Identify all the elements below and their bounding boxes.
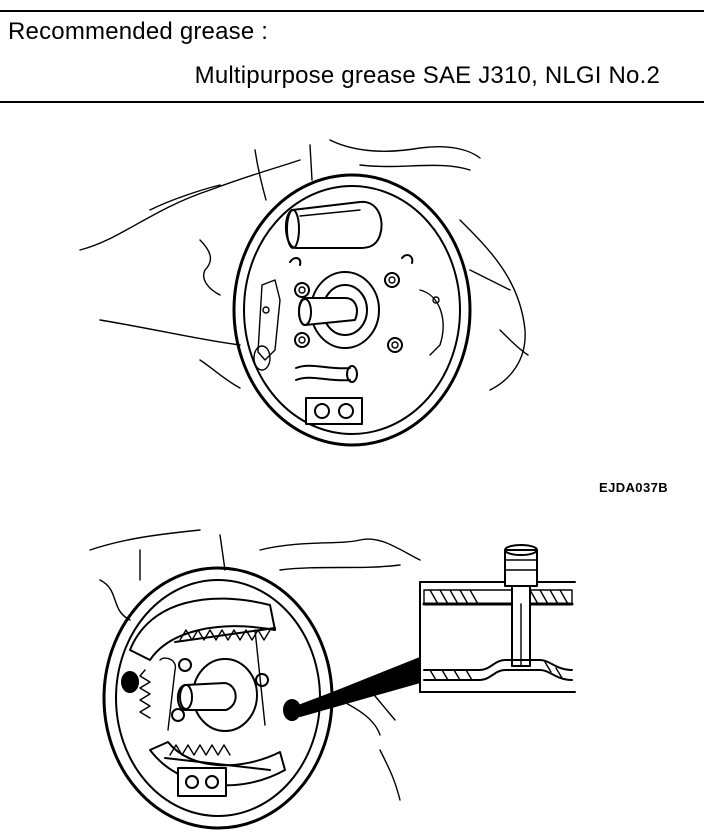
bottom-rule: [0, 101, 704, 103]
spec-value: Multipurpose grease SAE J310, NLGI No.2: [194, 62, 660, 89]
top-rule: [0, 10, 704, 12]
drum-brake-illustration: [89, 529, 576, 830]
backing-plate-illustration: [79, 139, 529, 447]
figure-code: EJDA037B: [599, 480, 668, 495]
spec-label: Recommended grease :: [8, 18, 269, 45]
